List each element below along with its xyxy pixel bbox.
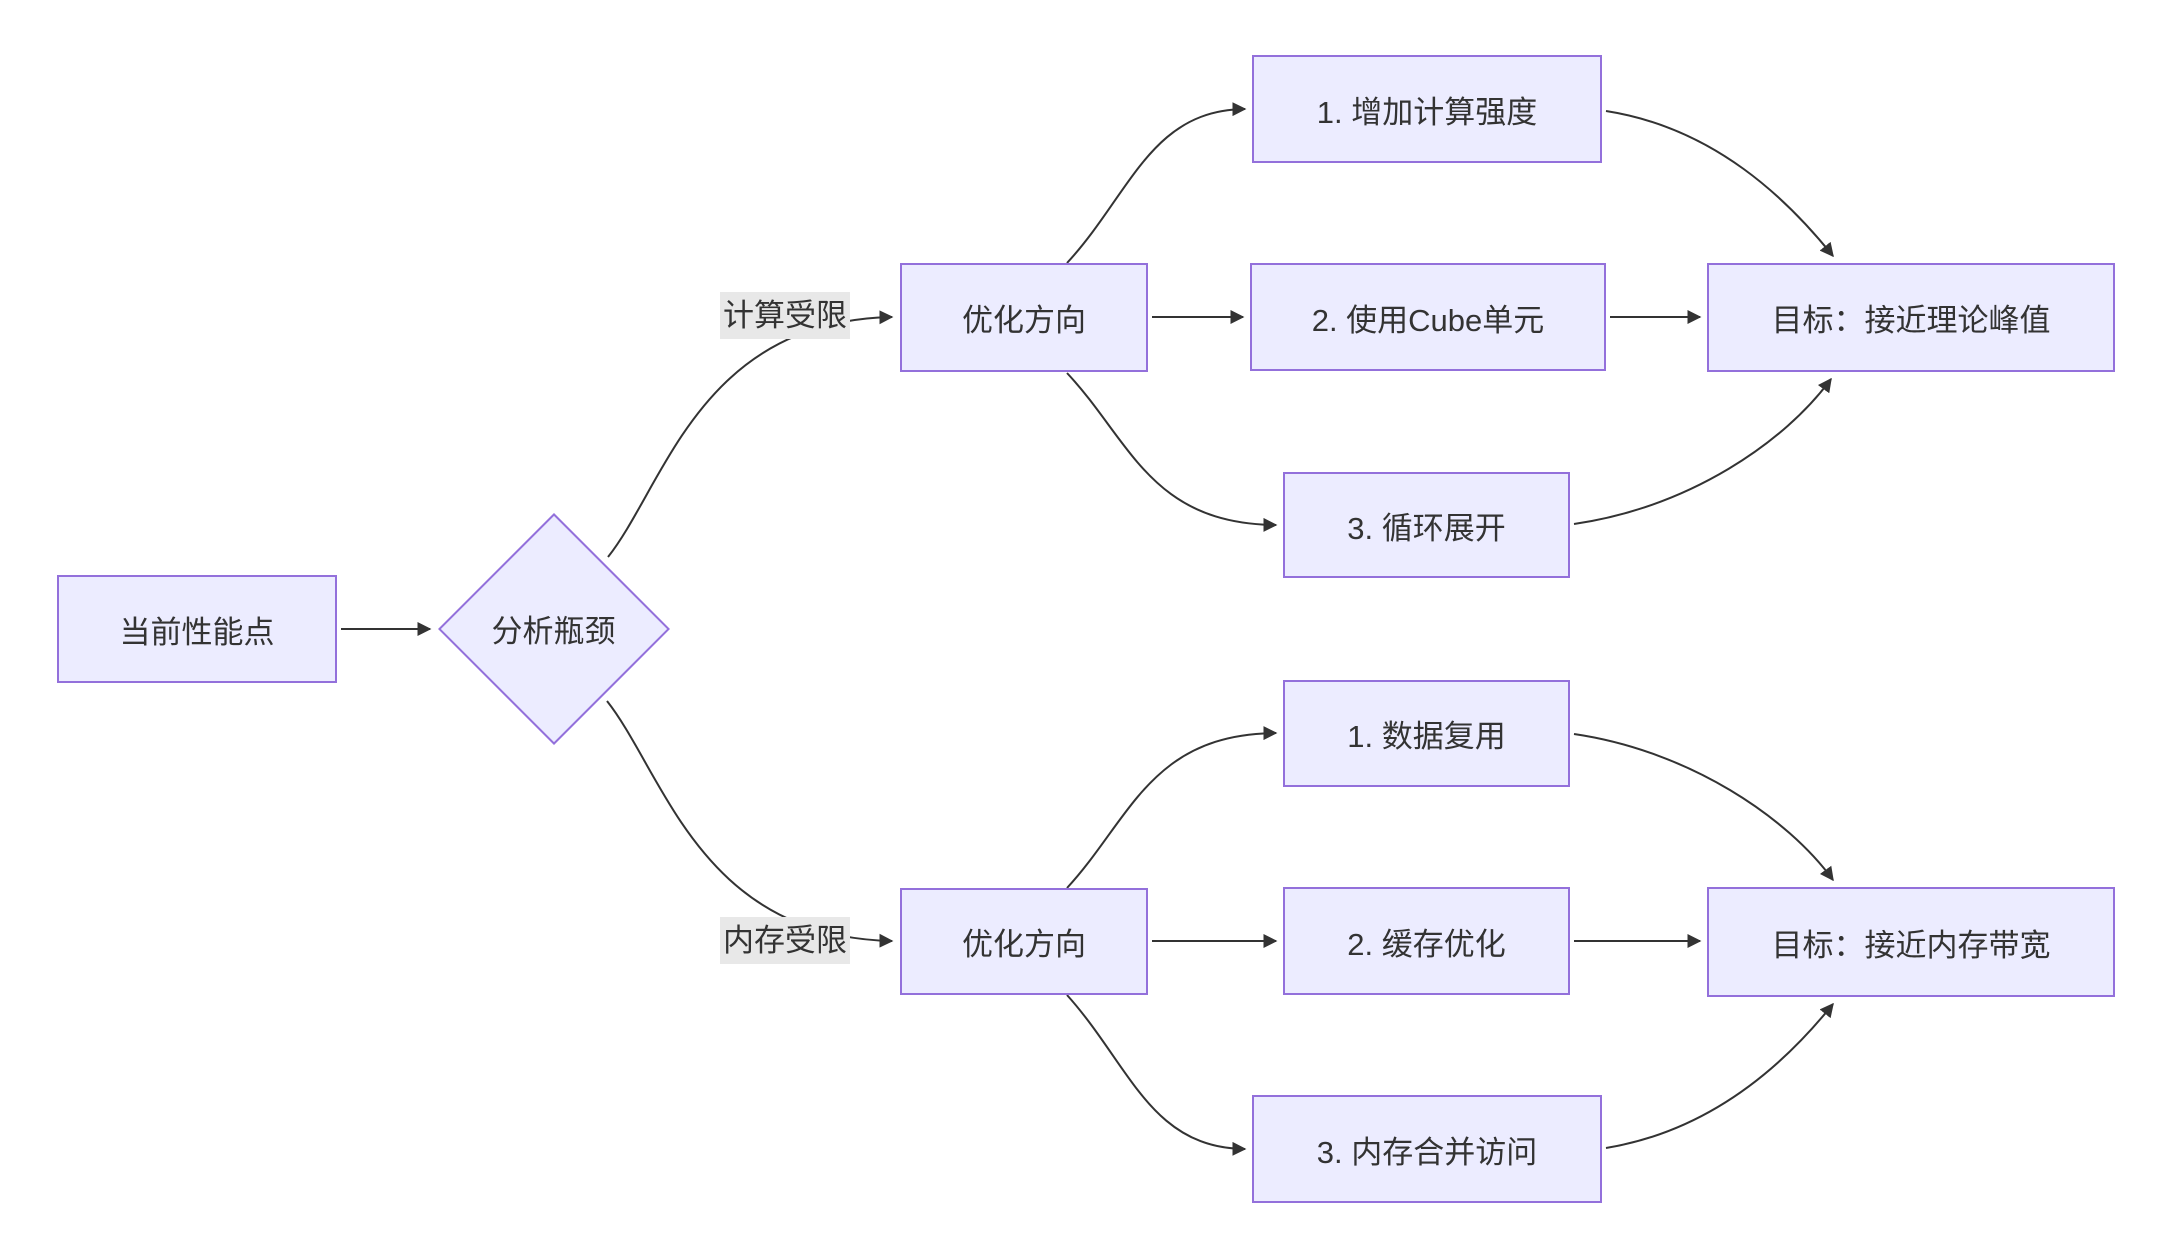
edge-opt-compute-to-compute1 — [1066, 102, 1247, 264]
edge-opt-memory-to-memory1 — [1066, 726, 1278, 889]
node-current-performance: 当前性能点 — [57, 575, 337, 683]
node-memory-strategy-2: 2. 缓存优化 — [1283, 887, 1570, 995]
node-goal-memory-bandwidth: 目标：接近内存带宽 — [1707, 887, 2115, 997]
node-analyze-bottleneck: 分析瓶颈 — [437, 512, 670, 745]
edge-memory1-to-goal-memory — [1573, 733, 1834, 882]
node-label: 目标：接近理论峰值 — [1771, 303, 2051, 338]
node-label: 优化方向 — [962, 303, 1086, 338]
edge-compute1-to-goal-compute — [1605, 110, 1834, 258]
edge-label-compute-bound: 计算受限 — [720, 292, 850, 339]
node-label: 分析瓶颈 — [491, 614, 616, 649]
node-label: 1. 数据复用 — [1347, 719, 1506, 754]
edge-opt-memory-to-memory3 — [1066, 994, 1247, 1156]
node-optimize-direction-compute: 优化方向 — [900, 263, 1148, 372]
edge-memory3-to-goal-memory — [1605, 1002, 1834, 1149]
edge-opt-compute-to-compute3 — [1066, 372, 1278, 532]
node-label: 优化方向 — [962, 927, 1086, 962]
node-compute-strategy-2: 2. 使用Cube单元 — [1250, 263, 1606, 371]
node-goal-theoretical-peak: 目标：接近理论峰值 — [1707, 263, 2115, 372]
node-label: 2. 使用Cube单元 — [1311, 302, 1545, 338]
node-memory-strategy-1: 1. 数据复用 — [1283, 680, 1570, 787]
edge-label-memory-bound: 内存受限 — [720, 917, 850, 964]
node-compute-strategy-1: 1. 增加计算强度 — [1252, 55, 1602, 163]
node-label: 3. 循环展开 — [1347, 510, 1506, 546]
node-label: 当前性能点 — [119, 614, 275, 650]
node-label: 目标：接近内存带宽 — [1771, 927, 2051, 963]
node-label: 1. 增加计算强度 — [1316, 94, 1538, 130]
node-optimize-direction-memory: 优化方向 — [900, 888, 1148, 995]
node-compute-strategy-3: 3. 循环展开 — [1283, 472, 1570, 578]
node-label: 2. 缓存优化 — [1347, 926, 1506, 962]
edge-compute3-to-goal-compute — [1573, 377, 1832, 525]
node-memory-strategy-3: 3. 内存合并访问 — [1252, 1095, 1602, 1203]
node-label: 3. 内存合并访问 — [1316, 1134, 1538, 1170]
